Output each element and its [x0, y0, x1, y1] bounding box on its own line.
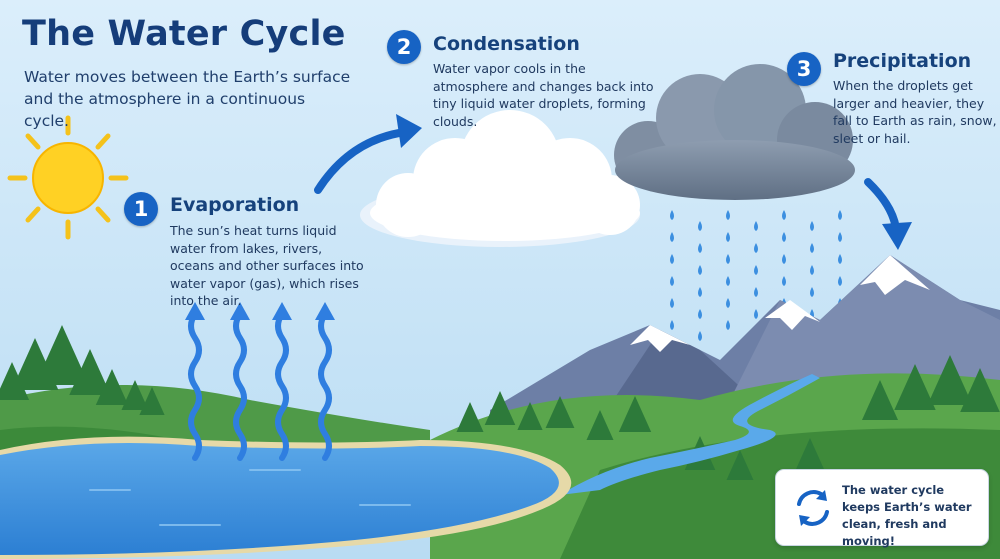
pine-tree-icon: [139, 387, 165, 415]
raindrop-icon: [726, 254, 730, 264]
pine-tree-icon: [35, 325, 89, 385]
pine-tree-icon: [0, 362, 30, 400]
step-2-title: Condensation: [433, 33, 580, 55]
raindrop-icon: [838, 232, 842, 242]
raindrop-icon: [698, 243, 702, 253]
step-1-description: The sun’s heat turns liquid water from l…: [170, 223, 364, 308]
pine-tree-icon: [795, 438, 825, 470]
lake: [0, 436, 572, 559]
raindrop-icon: [670, 210, 674, 220]
pine-tree-icon: [456, 402, 484, 432]
raindrop-icon: [726, 298, 730, 308]
rain-cloud-icon: [614, 64, 855, 200]
vapor-arrowhead-icon: [185, 302, 205, 320]
pine-tree-icon: [517, 402, 543, 430]
vapor-arrowhead-icon: [315, 302, 335, 320]
raindrop-icon: [754, 243, 758, 253]
step-1-badge: 1: [124, 192, 158, 226]
pine-tree-icon: [960, 368, 1000, 412]
raindrop-icon: [670, 298, 674, 308]
raindrop-icon: [698, 265, 702, 275]
sun-icon: [7, 115, 129, 240]
pine-tree-icon: [95, 369, 129, 405]
vapor-wave-icon: [233, 311, 247, 461]
pine-tree-icon: [545, 396, 575, 428]
raindrop-icon: [810, 243, 814, 253]
vapor-arrows: [185, 302, 335, 461]
raindrop-icon: [726, 276, 730, 286]
raindrop-icon: [838, 210, 842, 220]
river: [560, 374, 820, 495]
arrow-to-mountains-icon: [864, 178, 912, 250]
step-2-description: Water vapor cools in the atmosphere and …: [433, 61, 654, 129]
arrow-to-clouds-icon: [314, 114, 422, 194]
pine-trees: [0, 325, 1000, 480]
pine-tree-icon: [862, 380, 898, 420]
pine-tree-icon: [894, 364, 936, 410]
raindrop-icon: [754, 221, 758, 231]
raindrop-icon: [698, 331, 702, 341]
vapor-wave-icon: [275, 311, 289, 461]
vapor-wave-icon: [188, 311, 202, 461]
raindrop-icon: [698, 287, 702, 297]
pine-tree-icon: [484, 391, 516, 425]
raindrop-icon: [838, 276, 842, 286]
raindrop-icon: [670, 254, 674, 264]
pine-tree-icon: [618, 396, 652, 432]
pine-tree-icon: [726, 450, 754, 480]
raindrop-icon: [810, 265, 814, 275]
raindrop-icon: [782, 276, 786, 286]
raindrop-icon: [670, 232, 674, 242]
cycle-arrows-icon: [797, 490, 829, 526]
raindrop-icon: [810, 287, 814, 297]
raindrop-icon: [670, 276, 674, 286]
raindrop-icon: [782, 254, 786, 264]
vapor-wave-icon: [318, 311, 332, 461]
white-cloud-icon: [360, 110, 640, 247]
step-2-badge: 2: [387, 30, 421, 64]
raindrop-icon: [726, 232, 730, 242]
step-3-description: When the droplets get larger and heavier…: [833, 78, 997, 146]
step-1-title: Evaporation: [170, 194, 300, 216]
raindrop-icon: [726, 210, 730, 220]
pine-tree-icon: [586, 410, 614, 440]
page-subtitle: Water moves between the Earth’s surface …: [24, 68, 351, 130]
raindrop-icon: [810, 221, 814, 231]
pine-tree-icon: [927, 355, 973, 405]
raindrop-icon: [754, 287, 758, 297]
raindrop-icon: [838, 254, 842, 264]
raindrop-icon: [782, 232, 786, 242]
pine-tree-icon: [69, 349, 111, 395]
page-title: The Water Cycle: [22, 14, 346, 54]
raindrop-icon: [698, 309, 702, 319]
callout-box: The water cycle keeps Earth’s water clea…: [775, 469, 989, 548]
pine-tree-icon: [121, 380, 149, 410]
step-3-badge: 3: [787, 52, 821, 86]
callout-text: The water cycle keeps Earth’s water clea…: [842, 483, 972, 548]
vapor-arrowhead-icon: [230, 302, 250, 320]
raindrop-icon: [754, 309, 758, 319]
vapor-arrowhead-icon: [272, 302, 292, 320]
raindrop-icon: [754, 265, 758, 275]
raindrop-icon: [698, 221, 702, 231]
raindrop-icon: [782, 210, 786, 220]
raindrop-icon: [670, 320, 674, 330]
raindrop-icon: [726, 320, 730, 330]
step-3-title: Precipitation: [833, 50, 972, 72]
